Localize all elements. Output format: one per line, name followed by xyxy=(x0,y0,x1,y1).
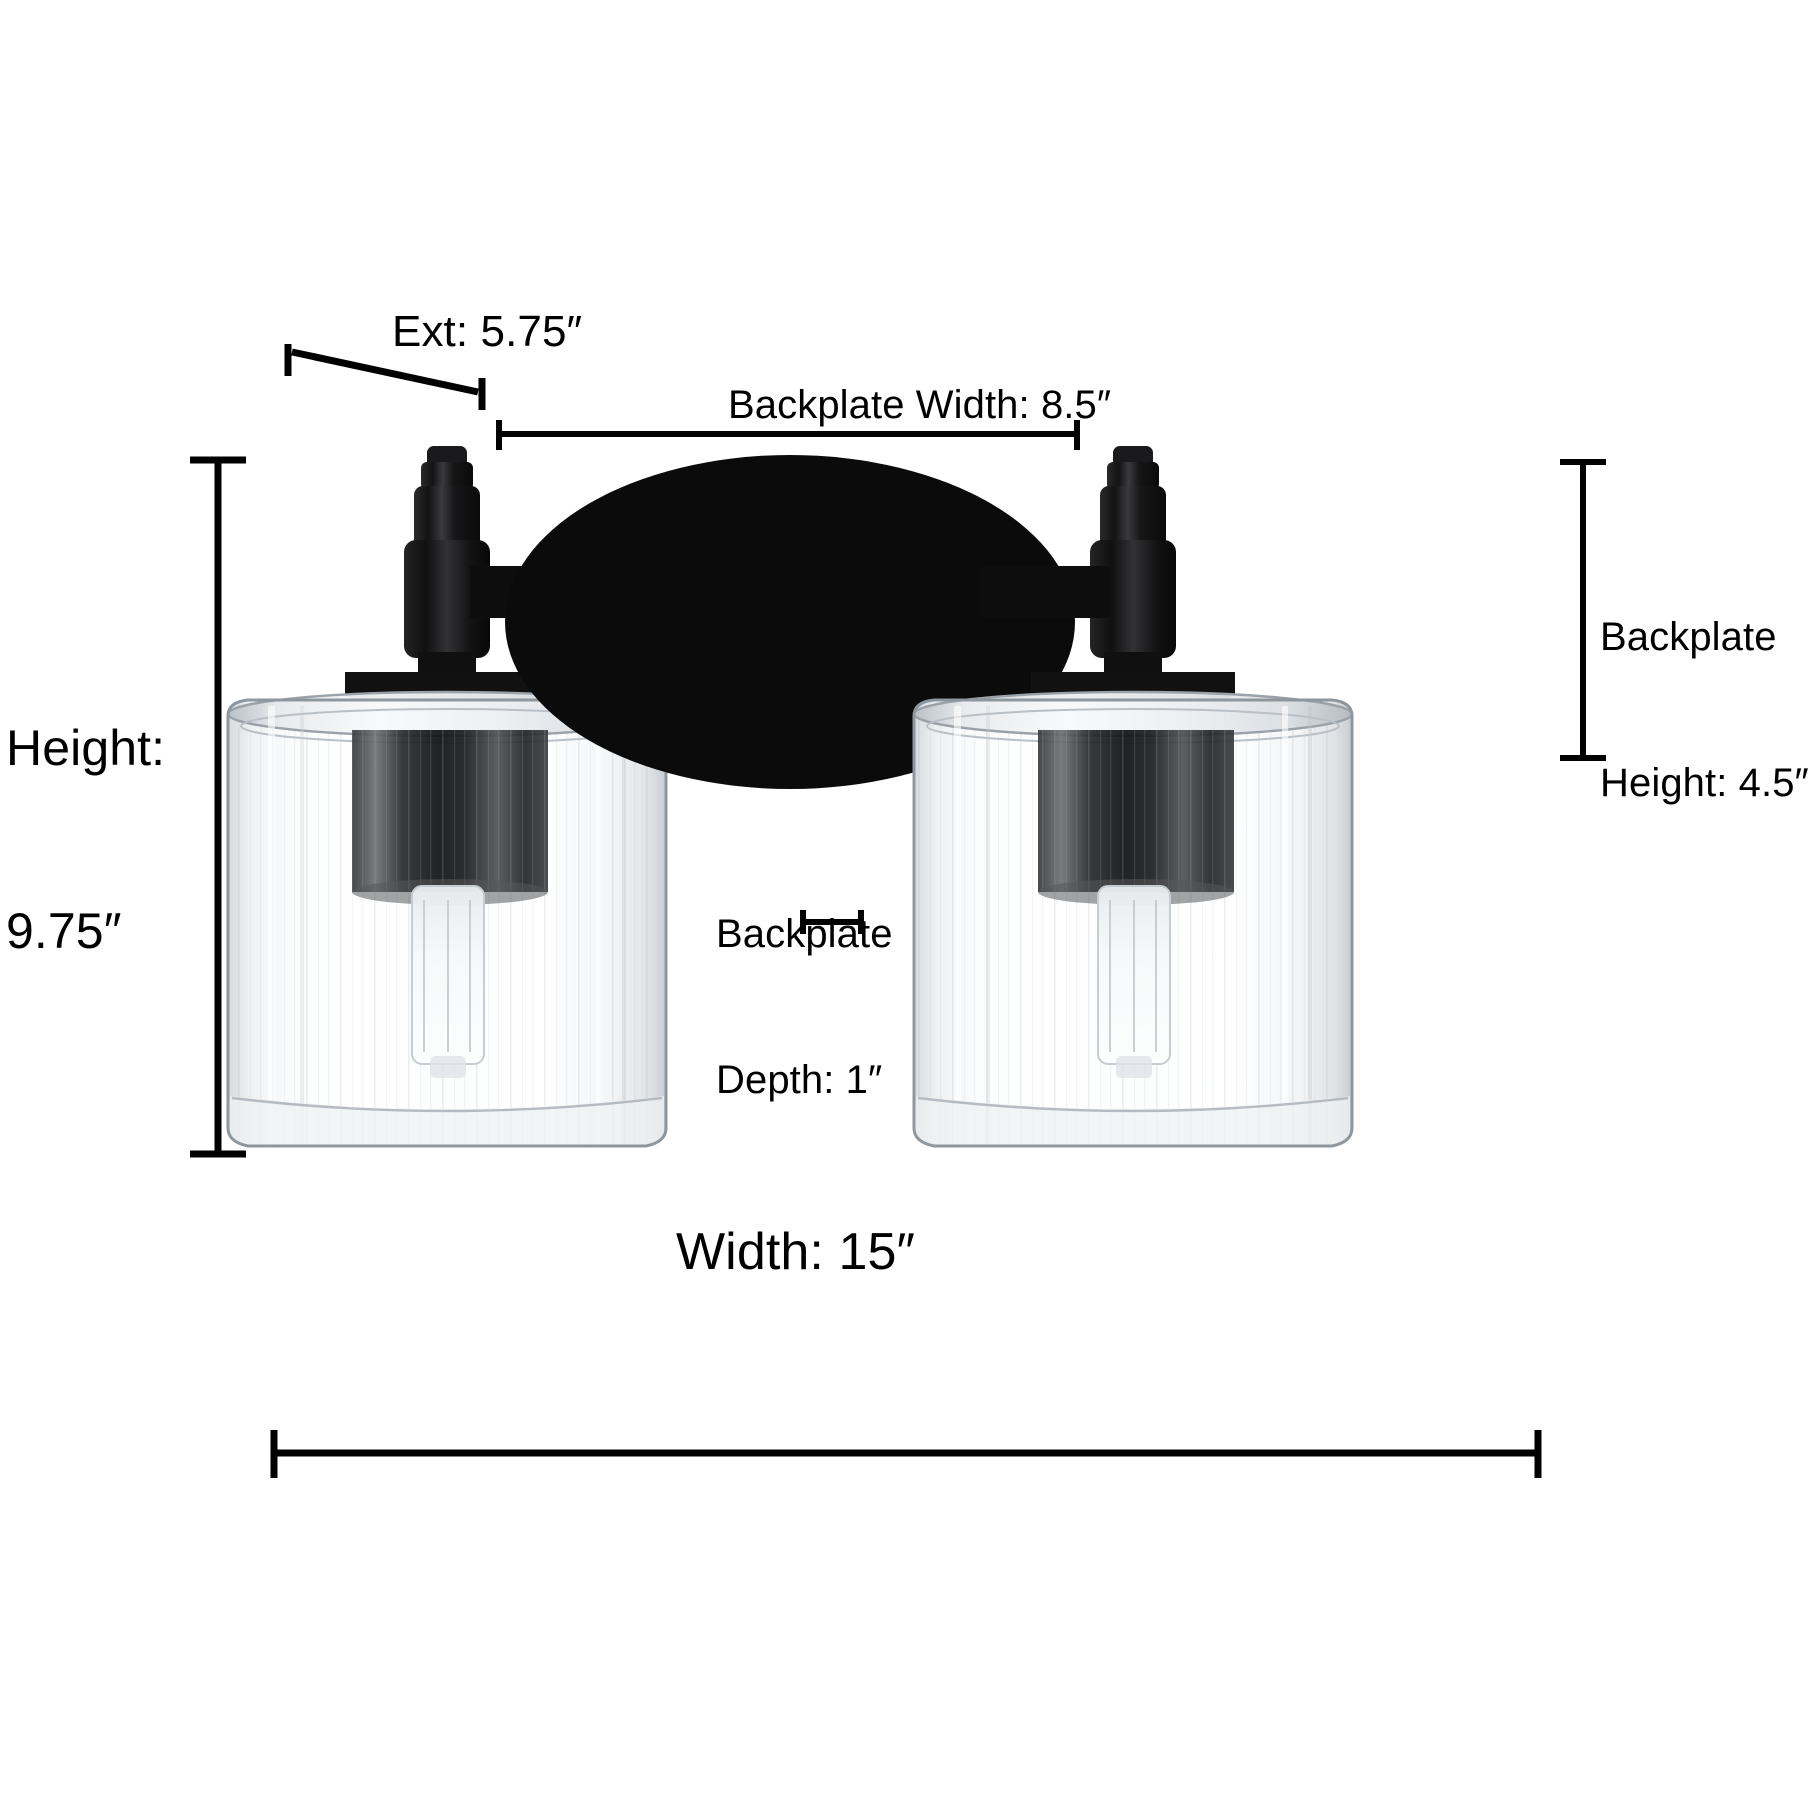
backplate-height-label-line-1: Backplate xyxy=(1600,614,1777,659)
backplate-height-label-line-2: Height: 4.5″ xyxy=(1600,760,1809,805)
width-dimension-line xyxy=(270,1430,1542,1478)
left-glass-shade xyxy=(226,690,668,1148)
right-glass-shade xyxy=(912,690,1354,1148)
height-label-line-2: 9.75″ xyxy=(6,903,122,959)
height-label-line-1: Height: xyxy=(6,720,166,776)
backplate-depth-dimension-line xyxy=(800,910,864,934)
ext-dimension-label: Ext: 5.75″ xyxy=(392,307,583,356)
backplate-depth-dimension-label: Backplate Depth: 1″ xyxy=(716,812,893,1202)
left-post xyxy=(404,446,490,702)
backplate-depth-label-line-2: Depth: 1″ xyxy=(716,1057,883,1102)
right-light-assembly xyxy=(912,446,1354,1148)
right-arm xyxy=(980,566,1110,618)
backplate-width-dimension-line xyxy=(496,420,1080,450)
ext-dimension-line xyxy=(284,344,486,410)
backplate-height-dimension-line xyxy=(1560,459,1606,761)
height-dimension-label: Height: 9.75″ xyxy=(6,596,165,1084)
width-dimension-label: Width: 15″ xyxy=(676,1223,916,1281)
right-post xyxy=(1090,446,1176,702)
height-dimension-line xyxy=(190,456,246,1158)
backplate-depth-label-line-1: Backplate xyxy=(716,911,893,956)
backplate-height-dimension-label: Backplate Height: 4.5″ xyxy=(1600,515,1809,905)
backplate-width-dimension-label: Backplate Width: 8.5″ xyxy=(728,383,1112,427)
